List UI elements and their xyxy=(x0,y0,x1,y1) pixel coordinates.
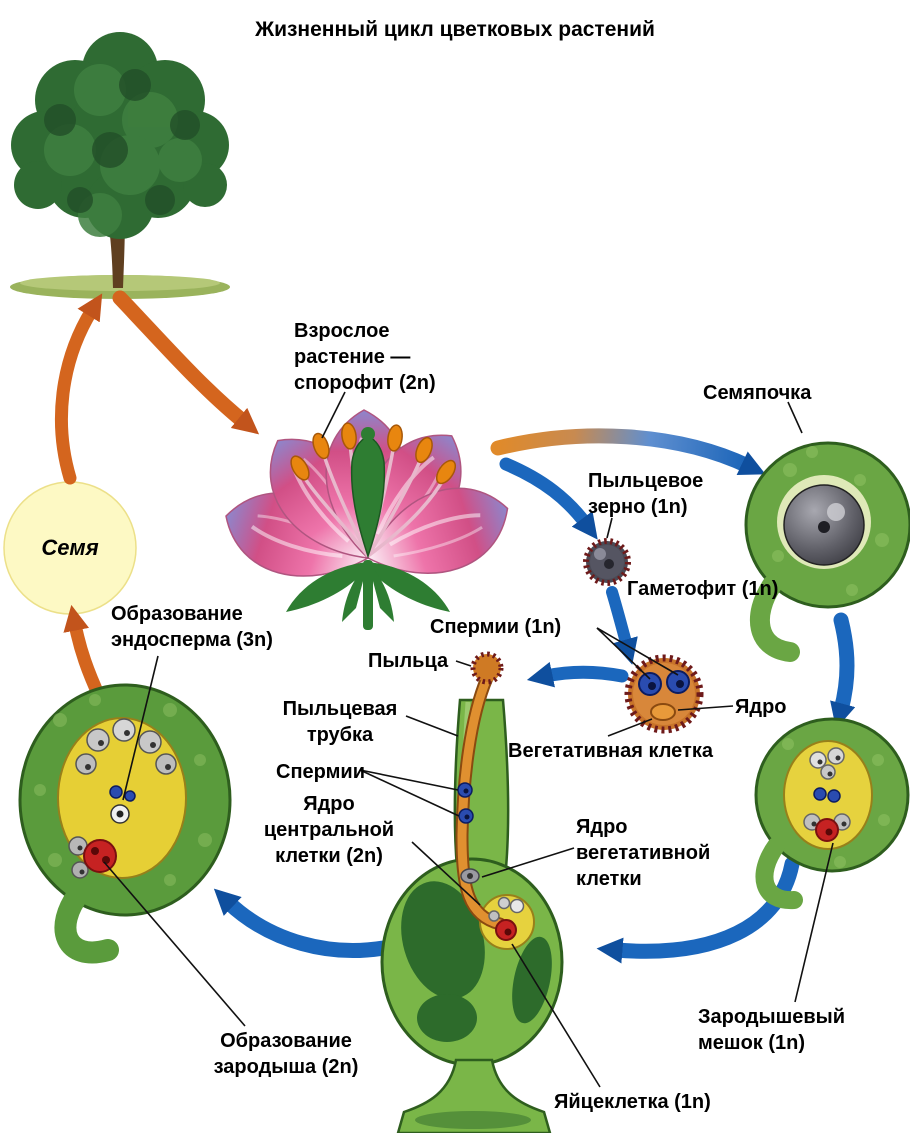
label-egg-cell: Яйцеклетка (1n) xyxy=(554,1091,711,1113)
label-nucleus: Ядро xyxy=(735,696,787,718)
arrow-tree-to-flower xyxy=(112,290,260,435)
diagram-title: Жизненный цикл цветковых растений xyxy=(255,18,655,41)
arrow-ovule-to-sac xyxy=(830,612,856,729)
pistil-illustration xyxy=(380,651,564,1133)
pollen-grain xyxy=(583,538,631,586)
tree-illustration xyxy=(10,32,230,299)
label-adult-plant: Взрослое растение — спорофит (2n) xyxy=(294,320,436,394)
label-seed: Семя xyxy=(41,535,99,560)
ovule-top-right xyxy=(744,441,910,662)
ovule-endosperm xyxy=(18,683,232,964)
anthers xyxy=(290,422,457,485)
arrow-sac-to-pistil xyxy=(596,856,800,964)
arrow-flower-to-ovule xyxy=(490,428,766,475)
label-embryo-formation: Образование зародыша (2n) xyxy=(213,1030,359,1078)
label-vegetative-nucleus: Ядро вегетативной клетки xyxy=(576,816,711,890)
label-gametophyte: Гаметофит (1n) xyxy=(627,578,779,600)
arrow-pistil-to-endosperm xyxy=(213,888,402,958)
arrow-endosperm-to-seed xyxy=(63,604,107,705)
label-pollen-grain: Пыльцевое зерно (1n) xyxy=(588,470,704,518)
pointer-lines xyxy=(103,391,834,1088)
label-endosperm-formation: Образование эндосперма (3n) xyxy=(111,603,273,651)
arrow-seed-to-tree xyxy=(54,293,103,485)
flower-pistil xyxy=(350,427,386,559)
label-pollen: Пыльца xyxy=(368,650,449,672)
ovule-embryo-sac xyxy=(754,717,910,910)
label-pollen-tube: Пыльцевая трубка xyxy=(282,698,398,746)
sepals-stem xyxy=(286,560,450,630)
flower-illustration xyxy=(225,409,509,630)
label-ovule: Семяпочка xyxy=(703,382,812,404)
label-sperm-tube: Спермии xyxy=(276,761,365,783)
cycle-arrows xyxy=(54,290,856,964)
arrow-flower-to-pollen xyxy=(499,457,598,540)
label-vegetative-cell: Вегетативная клетка xyxy=(508,740,713,762)
label-embryo-sac: Зародышевый мешок (1n) xyxy=(698,1006,846,1054)
label-central-cell-nucleus: Ядро центральной клетки (2n) xyxy=(263,793,395,867)
arrow-pollen-to-pistil xyxy=(526,661,629,688)
arrow-pollen-down xyxy=(606,586,638,665)
label-sperm-pollen: Спермии (1n) xyxy=(430,616,562,638)
